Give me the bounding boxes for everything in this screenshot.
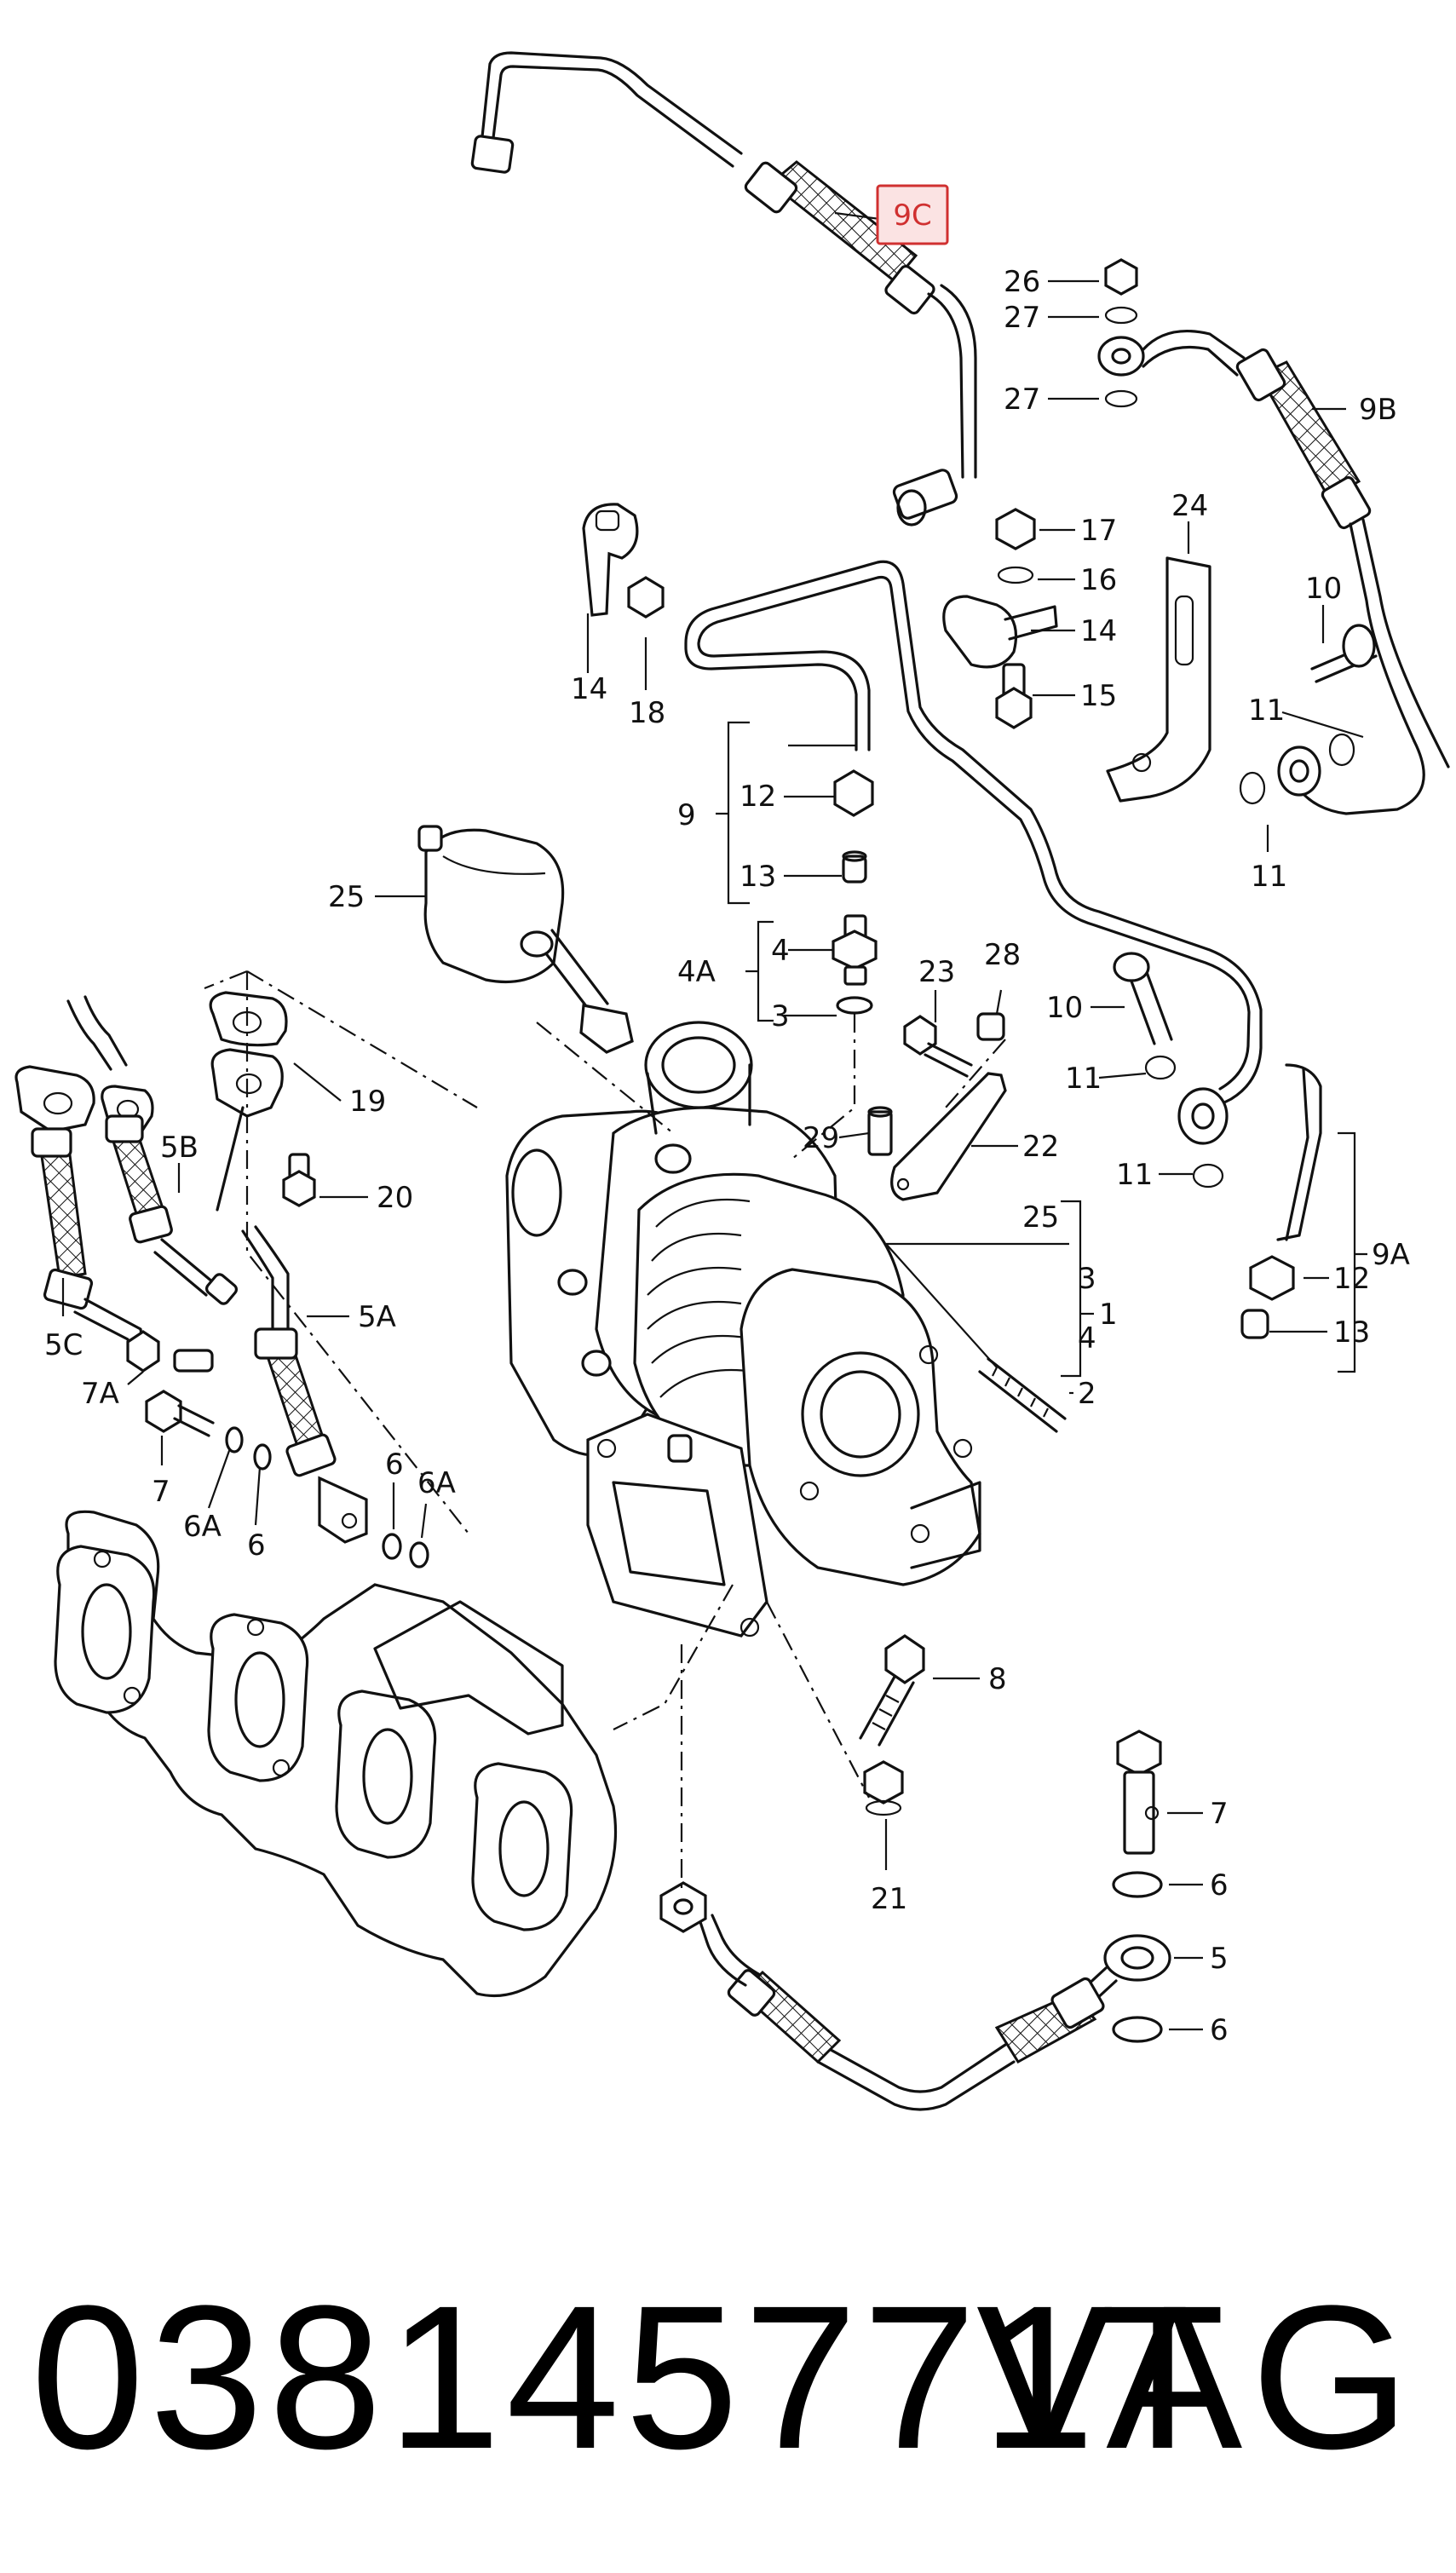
bolt-8 (859, 1634, 925, 1747)
callout-19: 19 (349, 1085, 386, 1119)
pipe-9B (1097, 258, 1450, 815)
hose-9A (1240, 1063, 1322, 1339)
oil-feed-5 (659, 1730, 1171, 2111)
callout-29: 29 (803, 1121, 839, 1155)
callout-4: 4 (771, 934, 790, 968)
callout-14-right: 14 (1080, 614, 1117, 648)
callout-26: 26 (1004, 265, 1040, 299)
callout-27-upper: 27 (1004, 301, 1040, 335)
callout-11-middle: 11 (1065, 1062, 1102, 1096)
callout-9: 9 (677, 798, 696, 832)
callout-9C[interactable]: 9C (876, 184, 949, 245)
callout-13-lower: 13 (1333, 1315, 1370, 1350)
brand-name: VAG (975, 2263, 1419, 2491)
callout-7A: 7A (81, 1377, 119, 1411)
callout-11-upper: 11 (1248, 694, 1285, 728)
bolt-10-upper (1310, 624, 1378, 683)
callout-6-left-lower: 6 (247, 1528, 266, 1563)
callout-6A-left-lower: 6A (183, 1510, 222, 1544)
callout-6-right-lower: 6 (1210, 2013, 1229, 2047)
callout-10-middle: 10 (1046, 991, 1083, 1025)
assembly-lines (204, 970, 1006, 1891)
callout-5B: 5B (160, 1131, 199, 1165)
callout-4A: 4A (677, 955, 716, 989)
callout-8: 8 (988, 1662, 1007, 1696)
union-4A (832, 914, 878, 1015)
bracket-22 (867, 1012, 1007, 1201)
callout-11-right: 11 (1251, 860, 1287, 894)
callout-12-upper: 12 (740, 780, 776, 814)
fitting-12-13-upper (833, 769, 874, 884)
exhaust-manifold (54, 1510, 618, 1997)
callout-5: 5 (1210, 1942, 1229, 1976)
callout-2: 2 (1078, 1377, 1096, 1411)
pipe-9 (684, 560, 1263, 1145)
callout-1: 1 (1099, 1298, 1118, 1332)
clamp-14-18 (582, 503, 665, 619)
nut-21 (863, 1760, 904, 1816)
bracket-24 (942, 508, 1211, 803)
turbocharger-exploded-diagram: 9C 26 27 27 9B 17 24 16 14 10 15 14 18 1… (14, 51, 1450, 2111)
callout-3-upper: 3 (771, 999, 790, 1033)
leader-lines (61, 211, 1367, 2031)
callout-15: 15 (1080, 679, 1117, 713)
wastegate-actuator-25 (417, 825, 634, 1054)
callout-3-lower: 3 (1078, 1262, 1096, 1296)
banjo-bolt-7-left (145, 1390, 429, 1569)
callout-7-left: 7 (152, 1475, 170, 1509)
callout-25-actuator: 25 (328, 880, 365, 914)
pipe-9C (470, 51, 977, 527)
callout-9A: 9A (1372, 1238, 1410, 1272)
callout-24: 24 (1171, 489, 1208, 523)
callout-10-upper: 10 (1305, 572, 1342, 606)
callout-25-assembly: 25 (1022, 1200, 1059, 1235)
banjo-10-11-middle (1113, 952, 1224, 1189)
callout-17: 17 (1080, 514, 1117, 548)
stud-2 (978, 1357, 1067, 1433)
callout-21: 21 (871, 1882, 907, 1916)
callout-9B: 9B (1359, 393, 1397, 427)
callout-7-right: 7 (1210, 1797, 1229, 1831)
callout-6A-left-upper: 6A (417, 1466, 456, 1500)
callout-5A: 5A (358, 1300, 396, 1334)
footer: 038145771T VAG (0, 2249, 1456, 2505)
callout-16: 16 (1080, 563, 1117, 597)
callout-6-right-upper: 6 (1210, 1868, 1229, 1902)
turbocharger-1 (505, 1021, 981, 1638)
callout-22: 22 (1022, 1130, 1059, 1164)
callout-18: 18 (629, 696, 665, 730)
svg-text:9C: 9C (893, 199, 931, 233)
oil-lines-5A-5B-5C (14, 995, 368, 1544)
callout-23: 23 (918, 955, 955, 989)
gasket-19 (209, 991, 316, 1212)
callout-5C: 5C (44, 1328, 83, 1362)
callout-6-left-upper: 6 (385, 1448, 404, 1482)
callout-13-upper: 13 (740, 860, 776, 894)
callout-28: 28 (984, 938, 1021, 972)
callout-20: 20 (377, 1181, 413, 1215)
callout-27-lower: 27 (1004, 383, 1040, 417)
callout-14-left: 14 (571, 672, 607, 706)
callout-11-lower: 11 (1116, 1158, 1153, 1192)
part-number: 038145771T (31, 2263, 1230, 2491)
callout-4-lower: 4 (1078, 1321, 1096, 1356)
callout-12-lower: 12 (1333, 1262, 1370, 1296)
